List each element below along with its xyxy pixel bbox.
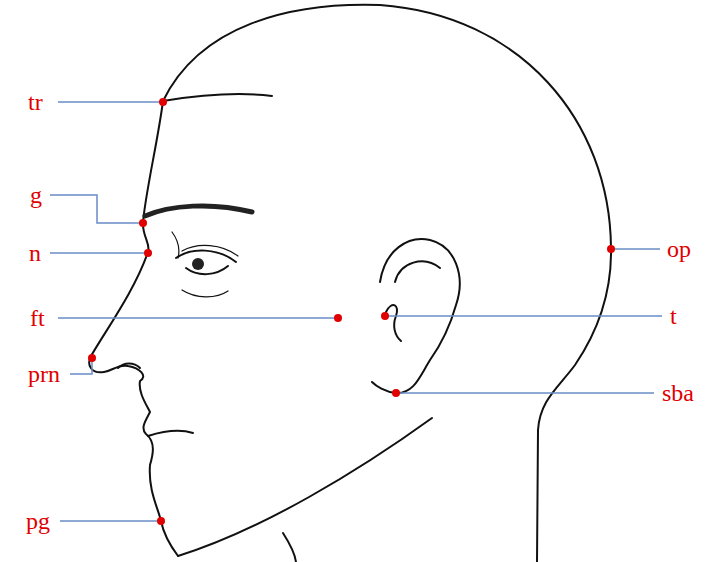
leader-line (385, 315, 662, 317)
landmark-dot (88, 354, 96, 362)
eyebrow (145, 206, 252, 216)
landmark-label: sba (662, 379, 694, 407)
nostril (118, 364, 140, 369)
pupil (192, 258, 204, 270)
landmark-dot (381, 312, 389, 320)
leader-line (70, 358, 92, 374)
landmark-dot (144, 249, 152, 257)
hairline (163, 94, 272, 101)
landmark-dot (392, 389, 400, 397)
landmark-dot (139, 219, 147, 227)
landmark-label: n (29, 239, 41, 267)
landmark-label: ft (30, 304, 45, 332)
leader-line (58, 317, 338, 319)
landmark-dot (334, 314, 342, 322)
head-outline (163, 5, 611, 562)
eye-crease (182, 245, 238, 256)
eye-detail (172, 232, 179, 258)
landmark-dot (157, 517, 165, 525)
landmark-label: pg (26, 507, 50, 535)
landmark-label: op (667, 235, 691, 263)
face-profile (89, 101, 178, 556)
leader-line (611, 248, 660, 250)
mouth-line (148, 431, 193, 436)
neck-line (283, 533, 296, 562)
landmark-dot (159, 98, 167, 106)
leader-line (50, 252, 148, 254)
leader-line (58, 101, 163, 103)
leader-line (60, 520, 161, 522)
eye-lid (176, 251, 236, 262)
cheek-line (182, 290, 228, 297)
leader-line (50, 195, 143, 223)
landmark-label: t (670, 302, 677, 330)
ear-tragus (386, 305, 401, 341)
landmark-label: prn (28, 360, 60, 388)
leader-line (396, 392, 654, 394)
landmark-label: g (30, 181, 42, 209)
ear-inner (395, 261, 440, 282)
landmark-label: tr (28, 88, 43, 116)
landmark-dot (607, 245, 615, 253)
jaw-line (178, 418, 432, 556)
eye-lower (186, 266, 228, 274)
